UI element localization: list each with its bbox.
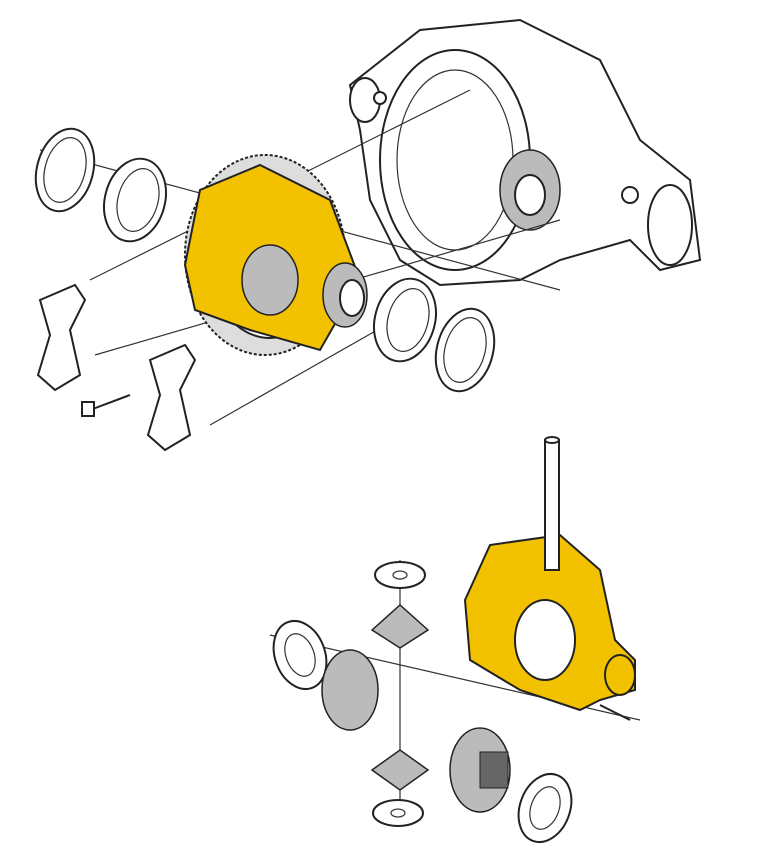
cap-bolt (81, 394, 131, 417)
left-bearing-cup (103, 157, 167, 243)
side-bearing (322, 262, 368, 328)
cross-shaft (544, 436, 560, 571)
bottom-pinion-gear (370, 749, 430, 791)
right-thrust-washer (517, 773, 573, 843)
right-bearing-cup (373, 277, 437, 363)
left-bearing-cap (36, 283, 87, 392)
right-side-gear (449, 727, 511, 813)
differential-carrier-highlight (183, 163, 362, 352)
lock-bolt (599, 704, 631, 721)
pinion-gear (499, 149, 561, 231)
left-seal-ring (34, 127, 96, 213)
top-pinion-gear (370, 603, 430, 649)
right-seal-ring (434, 307, 496, 393)
left-side-gear (321, 649, 379, 731)
right-bearing-cap (146, 343, 197, 452)
differential-case-highlight (463, 533, 636, 712)
left-thrust-washer (272, 620, 328, 690)
bottom-thrust-washer (372, 799, 424, 827)
top-thrust-washer (374, 561, 426, 589)
